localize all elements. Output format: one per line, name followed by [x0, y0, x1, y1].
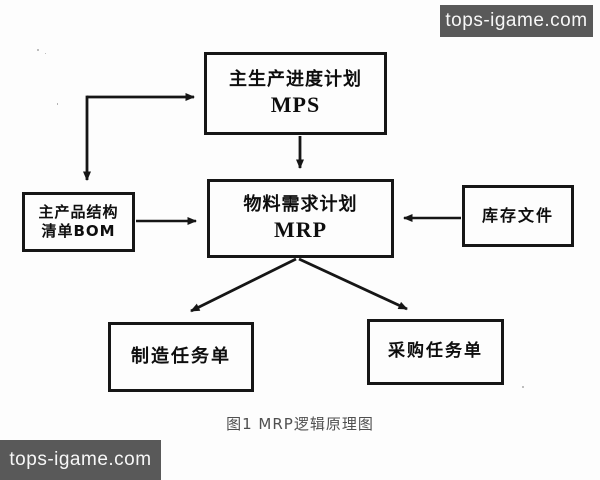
scan-noise-speck — [522, 386, 524, 388]
node-manufacturing-label: 制造任务单 — [131, 345, 231, 367]
watermark-text: tops-igame.com — [445, 10, 588, 31]
node-purchasing-label: 采购任务单 — [388, 341, 483, 362]
node-inventory-label: 库存文件 — [481, 206, 554, 225]
watermark-bottom-left: tops-igame.com — [0, 440, 161, 480]
scan-noise-speck — [37, 49, 39, 51]
node-mrp-title: 物料需求计划 — [243, 193, 358, 215]
scan-noise-speck — [45, 53, 46, 54]
node-bom-title-line2: 清单BOM — [41, 222, 116, 240]
node-bom-title-line1: 主产品结构 — [38, 203, 119, 222]
node-mps-abbr: MPS — [270, 92, 321, 117]
edge-mrp-to-manufacturing — [190, 257, 297, 313]
watermark-top-right: tops-igame.com — [440, 5, 593, 37]
edge-mrp-to-purchasing — [298, 257, 408, 311]
node-bom: 主产品结构 清单BOM — [22, 192, 135, 252]
watermark-text: tops-igame.com — [9, 449, 152, 470]
node-purchasing-order: 采购任务单 — [367, 319, 504, 385]
node-mrp-abbr: MRP — [273, 217, 328, 242]
scan-noise-speck — [57, 103, 58, 105]
figure-caption: 图1 MRP逻辑原理图 — [226, 415, 374, 433]
node-mps-title: 主生产进度计划 — [229, 68, 362, 90]
node-manufacturing-order: 制造任务单 — [108, 322, 254, 392]
node-mrp: 物料需求计划 MRP — [207, 179, 394, 258]
node-mps: 主生产进度计划 MPS — [204, 52, 387, 135]
node-inventory-file: 库存文件 — [462, 185, 574, 247]
